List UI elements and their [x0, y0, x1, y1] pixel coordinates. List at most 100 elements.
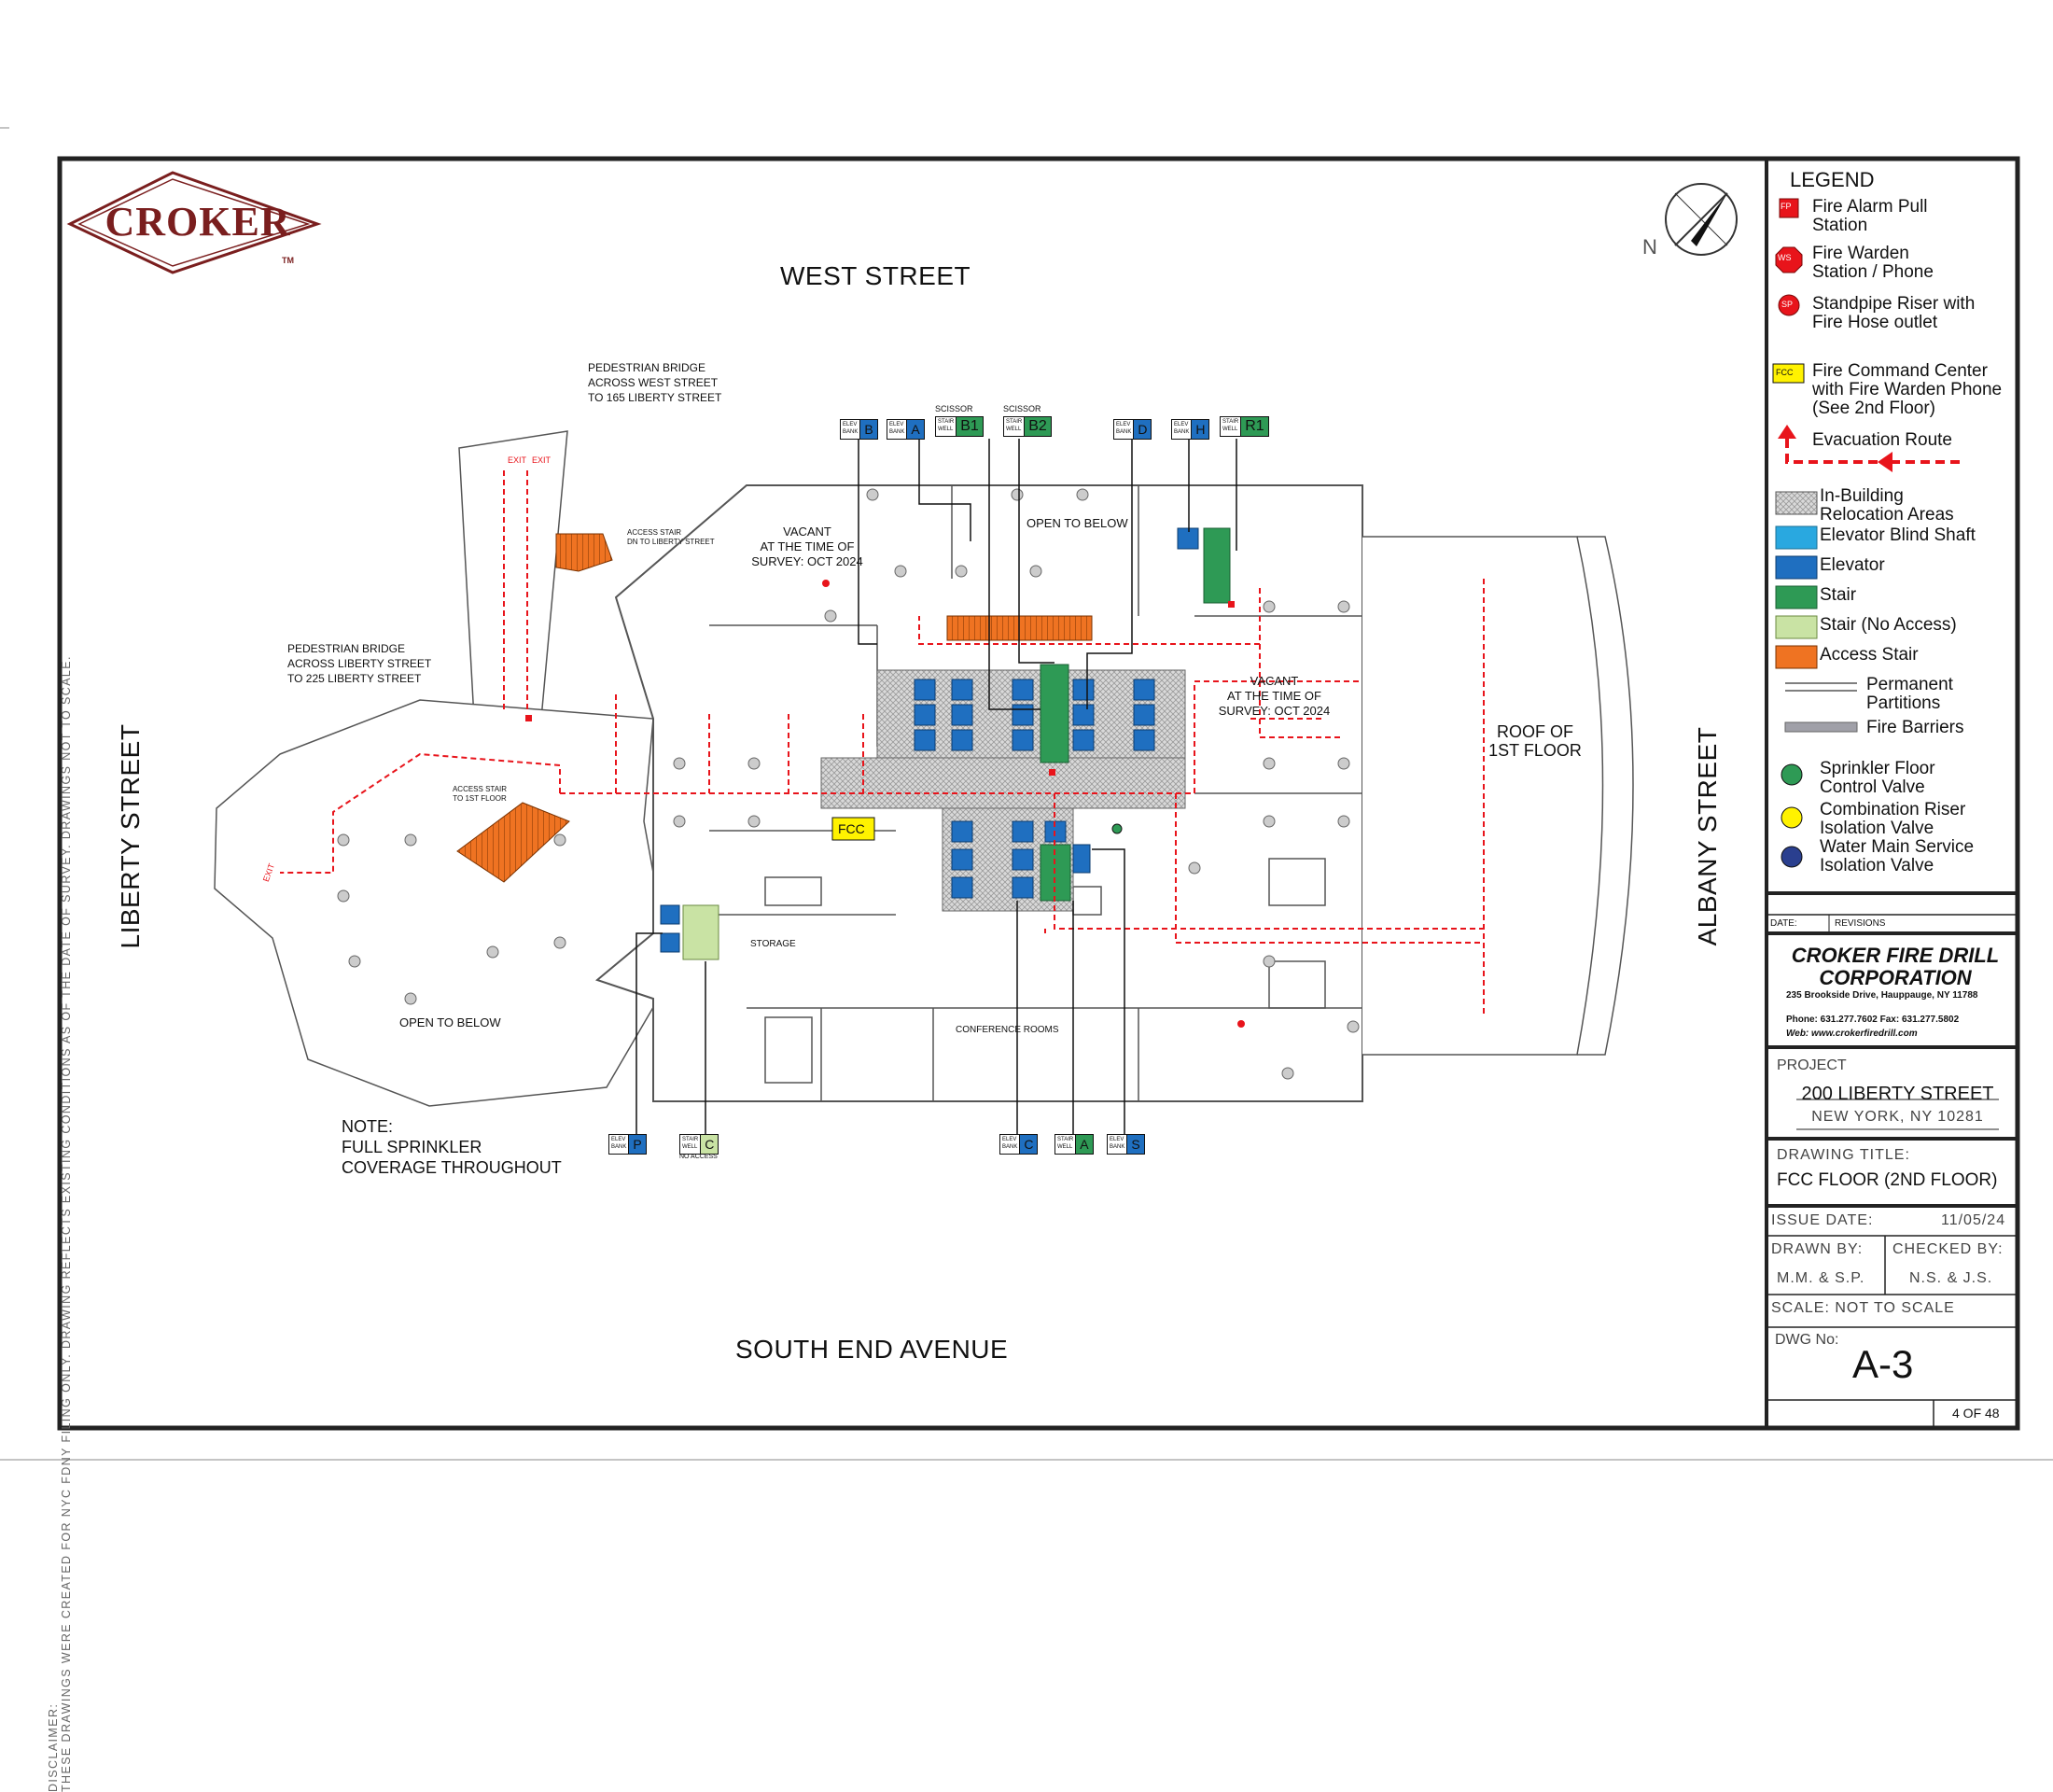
stair-well-r1 [1203, 527, 1231, 604]
legend-item-line: Water Main Service [1820, 837, 1975, 857]
bottom-tag-type-line: ELEV [1002, 1137, 1017, 1142]
legend-badge-text: FP [1781, 202, 1792, 211]
logo-text: CROKER [105, 199, 291, 245]
top-tag-id: H [1192, 420, 1209, 439]
drawing-border [57, 156, 2020, 1431]
albany-street-label: ALBANY STREET [1693, 726, 1722, 946]
vacant-label-2: VACANT AT THE TIME OF SURVEY: OCT 2024 [1218, 674, 1331, 718]
top-tag-type-line: ELEV [843, 422, 858, 427]
north-label: N [1642, 235, 1657, 259]
bottom-tag-type-line: BANK [1110, 1144, 1125, 1150]
legend-evacuation-route-icon [1778, 425, 1960, 472]
west-street-label: WEST STREET [780, 261, 971, 290]
bottom-tag-type-line: STAIR [1057, 1137, 1074, 1142]
project-name: 200 LIBERTY STREET [1801, 1084, 1994, 1104]
legend-item-line: Permanent [1866, 675, 1953, 694]
dwg-label: DWG No: [1775, 1332, 1839, 1348]
west-bridge-outline [458, 430, 568, 720]
storage-label: STORAGE [750, 939, 796, 949]
top-tag-type-line: BANK [1174, 429, 1190, 435]
project-label: PROJECT [1777, 1057, 1847, 1073]
open-to-below-1: OPEN TO BELOW [1026, 516, 1128, 530]
legend-water-main-icon [1781, 846, 1803, 868]
top-tag-type-line: ELEV [1174, 422, 1189, 427]
legend-item-line: Elevator Blind Shaft [1820, 525, 1976, 545]
legend-item-line: Station [1812, 216, 1868, 235]
legend-item-line: Sprinkler Floor [1820, 759, 1935, 778]
roof-label: ROOF OF 1ST FLOOR [1488, 722, 1582, 760]
north-arrow-icon [1665, 183, 1738, 256]
top-tag-type-line: BANK [1116, 429, 1132, 435]
top-tag-id: R1 [1241, 417, 1268, 436]
top-tag-type-line: ELEV [1116, 422, 1131, 427]
drawing-title: FCC FLOOR (2ND FLOOR) [1777, 1170, 1998, 1190]
legend-item-line: Partitions [1866, 693, 1941, 713]
access-stair-bridge [555, 533, 613, 572]
bottom-tag-type-line: BANK [1002, 1144, 1018, 1150]
bottom-tag-id: A [1076, 1135, 1093, 1154]
top-tag-id: B [860, 420, 877, 439]
drawn-by-label: DRAWN BY: [1771, 1241, 1864, 1257]
legend-fire-barrier-icon [1784, 721, 1858, 733]
standpipe-riser-icon [822, 580, 1245, 1028]
bottom-tag-id: S [1127, 1135, 1144, 1154]
legend-badge-text: FCC [1776, 368, 1794, 377]
legend-item-line: Station / Phone [1812, 262, 1934, 282]
project-city: NEW YORK, NY 10281 [1811, 1109, 1984, 1125]
evacuation-routes [280, 467, 1485, 1017]
exit-label-1: EXIT [508, 455, 527, 465]
legend-item-line: Isolation Valve [1820, 819, 1934, 838]
bottom-tag-type-line: BANK [611, 1144, 627, 1150]
elevator-bank-p [660, 904, 680, 953]
scissor-label-2: SCISSOR [1003, 404, 1041, 413]
legend-combination-riser-icon [1781, 806, 1803, 829]
company-name: CROKER FIRE DRILL CORPORATION [1791, 944, 2000, 989]
conference-rooms-label: CONFERENCE ROOMS [956, 1025, 1059, 1035]
legend-stair-icon [1775, 585, 1818, 609]
sheet-number: 4 OF 48 [1952, 1406, 2000, 1421]
sprinkler-valve-icon [1111, 823, 1123, 834]
legend-item-line: Standpipe Riser with [1812, 294, 1976, 314]
legend-fp-icon [1779, 198, 1799, 218]
top-tag-id: A [907, 420, 924, 439]
legend-ws-icon [1775, 246, 1803, 273]
company-web: Web: www.crokerfiredrill.com [1786, 1029, 1918, 1039]
top-tag-type: ELEV BANK [1172, 420, 1193, 439]
equipment-markers [525, 580, 1245, 1028]
drawn-by: M.M. & S.P. [1777, 1270, 1865, 1286]
top-tag-id: B2 [1025, 417, 1051, 436]
legend-title: LEGEND [1790, 168, 1875, 191]
legend-item-line: with Fire Warden Phone [1812, 380, 2003, 399]
legend-badge-text: WS [1778, 253, 1792, 262]
legend-item-line: Fire Command Center [1812, 361, 1988, 381]
legend-icons [1772, 198, 1960, 868]
west-lobby-outline [214, 699, 673, 1107]
legend-stair-no-access-icon [1775, 615, 1818, 639]
legend-item-line: Evacuation Route [1812, 430, 1952, 450]
fcc-box [831, 817, 875, 841]
company-phone: Phone: 631.277.7602 Fax: 631.277.5802 [1786, 1015, 1960, 1025]
scale-label: SCALE: NOT TO SCALE [1771, 1300, 1955, 1316]
open-to-below-2: OPEN TO BELOW [399, 1015, 501, 1029]
floor-plan-sheet [0, 127, 2053, 1461]
escalator-to-1st [456, 802, 570, 883]
checked-by: N.S. & J.S. [1909, 1270, 1993, 1286]
logo-tm: TM [282, 256, 294, 265]
top-tag-type-line: STAIR [1006, 419, 1023, 425]
fcc-label: FCC [838, 821, 865, 836]
